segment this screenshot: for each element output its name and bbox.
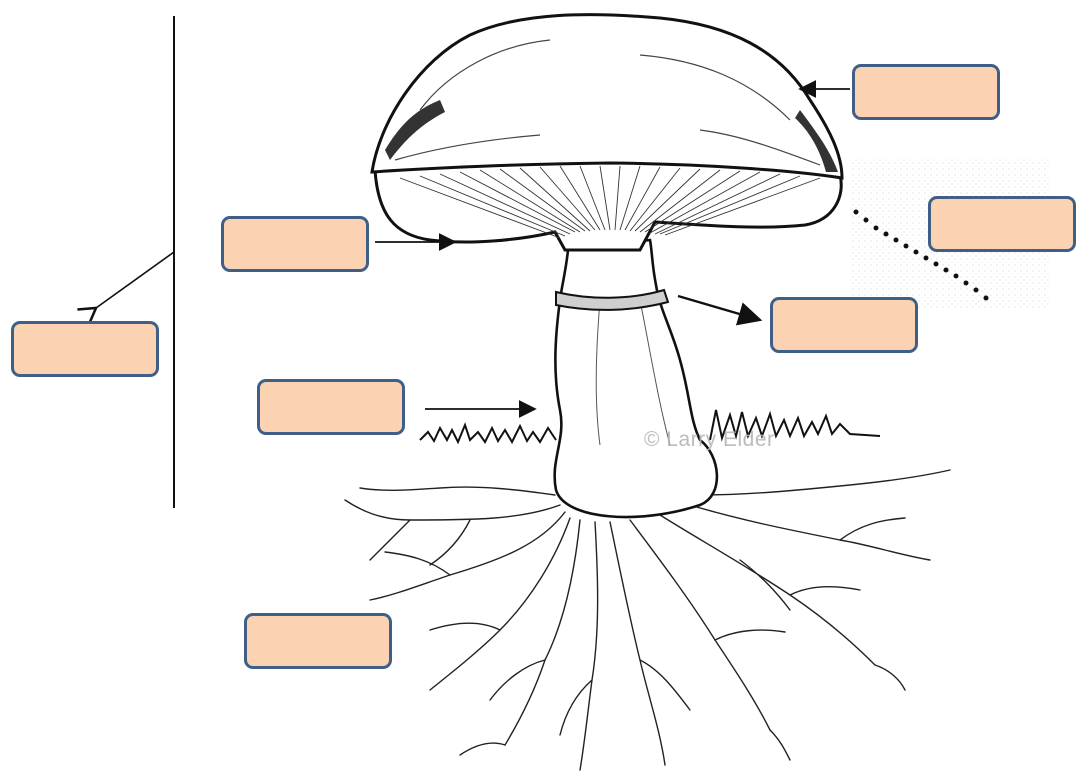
copyright-watermark: © Larry Elder: [644, 428, 775, 452]
cap-drawing: [372, 15, 842, 178]
label-box-fruiting-body[interactable]: [11, 321, 159, 377]
ring-arrow: [678, 296, 760, 320]
label-box-cap[interactable]: [852, 64, 1000, 120]
label-box-gills[interactable]: [221, 216, 369, 272]
label-box-hyphae[interactable]: [244, 613, 392, 669]
gills-drawing: [375, 162, 841, 250]
label-box-stalk[interactable]: [257, 379, 405, 435]
fruiting-body-arrow: [96, 252, 174, 308]
grass-line: [420, 425, 556, 442]
stalk-drawing: [555, 240, 717, 517]
label-box-ring[interactable]: [770, 297, 918, 353]
label-box-spores[interactable]: [928, 196, 1076, 252]
